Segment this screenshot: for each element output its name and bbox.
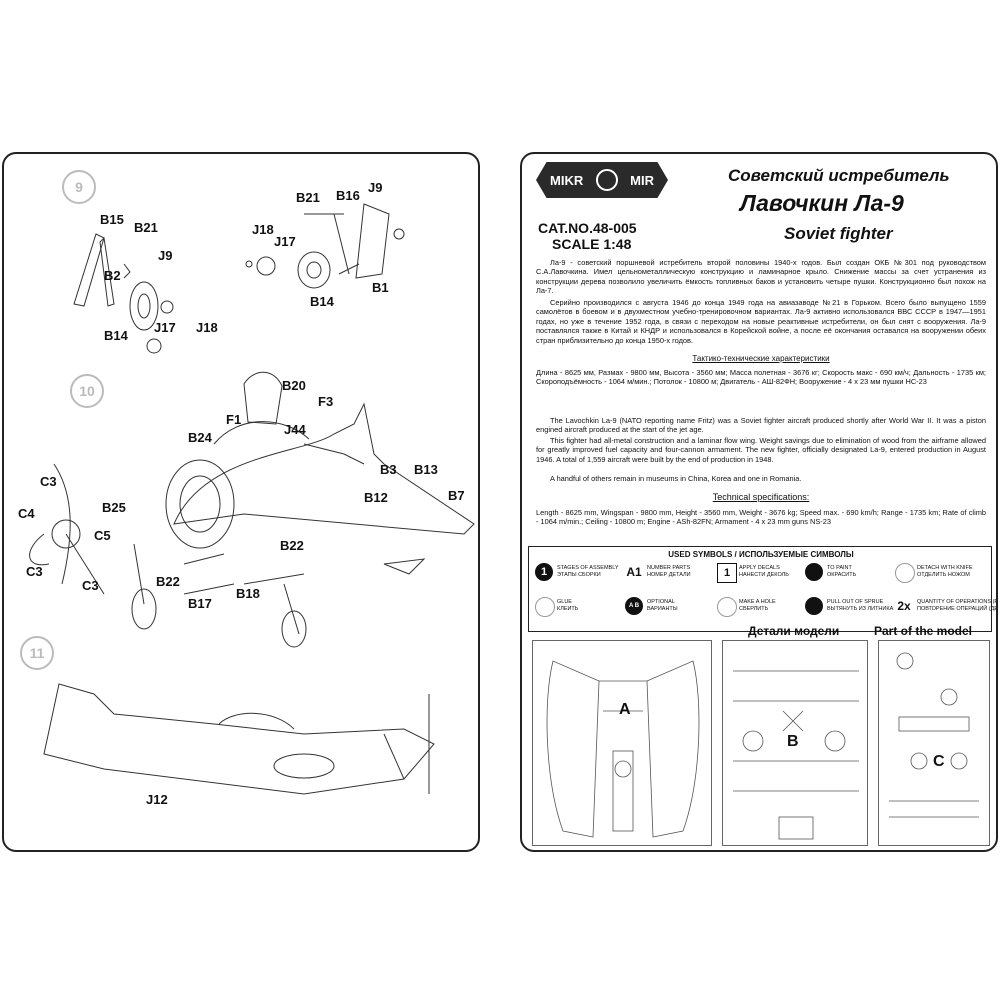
spec-heading-en: Technical specifications: [712,492,810,502]
part-label: C3 [40,474,57,489]
part-label: B24 [188,430,212,445]
sprue-a-drawing [546,660,700,838]
assembly-drawings [29,203,475,795]
part-label: B17 [188,596,212,611]
symbol-AB-icon: A B [625,597,643,615]
part-label: B21 [134,220,158,235]
description-en-2: This fighter had all-metal construction … [536,436,986,464]
parts-heading-ru: Детали модели [748,624,840,638]
part-label: B20 [282,378,306,393]
sprue-b-drawing [733,670,859,840]
sprue-c-drawing [889,652,979,818]
part-label: C3 [26,564,43,579]
part-label: F1 [226,412,242,427]
instruction-sheet-right: MIKR MIR CAT.NO.48-005 SCALE 1:48 Советс… [520,152,998,852]
symbol-1-icon: 1 [535,563,553,581]
symbol-caption: QUANTITY OF OPERATIONS (PARTS) ПОВТОРЕНИ… [917,599,998,612]
parts-heading-en: Part of the model [874,624,973,638]
symbol-sprue-icon [805,597,823,615]
spec-ru: Длина - 8625 мм, Размах - 9800 мм, Высот… [536,368,986,387]
part-label: F3 [318,394,334,409]
brand-logo: MIKR MIR [536,162,668,198]
page-title: Лавочкин Ла-9 [740,190,904,216]
symbol-hole-icon [717,597,737,617]
part-label: B12 [364,490,388,505]
part-label: J12 [146,792,168,807]
sprue-a: A [532,640,712,846]
part-label: B2 [104,268,121,283]
part-label: J17 [274,234,296,249]
step-number: 10 [70,374,104,408]
description-ru-2: Серийно производился с августа 1946 до к… [536,298,986,345]
part-label: B15 [100,212,124,227]
sprue-b: B [722,640,868,846]
description-ru-1: Ла-9 - советский поршневой истребитель в… [536,258,986,296]
part-label: B13 [414,462,438,477]
part-label: B22 [280,538,304,553]
logo-emblem-icon [595,169,618,191]
part-label: B14 [310,294,334,309]
step-number: 9 [62,170,96,204]
symbol-caption: OPTIONAL ВАРИАНТЫ [647,599,678,612]
part-label: J18 [252,222,274,237]
title-russian: Советский истребитель [728,166,950,185]
part-label: C3 [82,578,99,593]
logo-text-right: MIR [630,172,654,188]
symbol-caption: GLUE КЛЕИТЬ [557,599,579,612]
symbol-knife-icon [895,563,915,583]
title-english: Soviet fighter [784,224,893,243]
part-label: B18 [236,586,260,601]
logo-text-left: MIKR [550,172,584,188]
instruction-sheet-left: 9 10 11 B15 B21 J9 B2 B14 J17 J18 B21 B1… [2,152,480,852]
part-label: C4 [18,506,35,521]
scale-label: SCALE 1:48 [552,236,632,252]
part-label: J44 [284,422,306,437]
part-label: B1 [372,280,389,295]
sprue-letter: B [787,733,799,750]
symbol-glue-icon [535,597,555,617]
part-label: B7 [448,488,465,503]
part-label: B25 [102,500,126,515]
symbol-2x-icon: 2x [897,599,911,613]
symbols-title: USED SYMBOLS / ИСПОЛЬЗУЕМЫЕ СИМВОЛЫ [668,550,854,559]
symbol-paint-icon [805,563,823,581]
part-label: B22 [156,574,180,589]
spec-en: Length - 8625 mm, Wingspan - 9800 mm, He… [536,508,986,527]
catalog-number: CAT.NO.48-005 [538,220,637,236]
part-label: J18 [196,320,218,335]
symbol-caption: NUMBER PARTS НОМЕР ДЕТАЛИ [647,565,691,578]
part-label: J17 [154,320,176,335]
symbol-caption: DETACH WITH KNIFE ОТДЕЛИТЬ НОЖОМ [917,565,973,578]
description-en-3: A handful of others remain in museums in… [550,474,802,483]
symbols-legend: USED SYMBOLS / ИСПОЛЬЗУЕМЫЕ СИМВОЛЫ 1 STA… [528,546,996,632]
part-label: B14 [104,328,128,343]
part-label: J9 [368,180,383,195]
symbol-caption: STAGES OF ASSEMBLY ЭТАПЫ СБОРКИ [557,565,619,578]
symbol-caption: APPLY DECALS НАНЕСТИ ДЕКОЛЬ [739,565,789,578]
symbol-A1-icon: A1 [626,565,642,579]
part-label: C5 [94,528,111,543]
sprue-letter: A [619,701,631,718]
sprue-c: C [878,640,990,846]
symbol-caption: MAKE A HOLE СВЕРЛИТЬ [739,599,776,612]
symbol-1-icon: 1 [717,563,737,583]
symbol-caption: PULL OUT OF SPRUE ВЫТЯНУТЬ ИЗ ЛИТНИКА [827,599,894,612]
part-label: J9 [158,248,173,263]
step-number: 11 [20,636,54,670]
part-label: B3 [380,462,397,477]
part-label: B21 [296,190,320,205]
description-en-1: The Lavochkin La-9 (NATO reporting name … [536,416,986,435]
sprue-letter: C [933,753,945,770]
part-label: B16 [336,188,360,203]
spec-heading-ru: Тактико-технические характеристики [692,354,830,363]
symbol-caption: TO PAINT ОКРАСИТЬ [827,565,857,578]
